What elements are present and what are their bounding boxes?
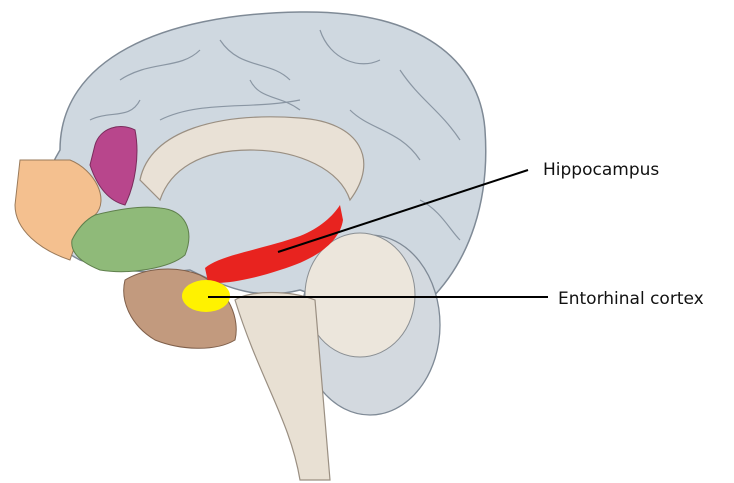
entorhinal-cortex-label: Entorhinal cortex [558, 289, 704, 309]
hippocampus-label: Hippocampus [543, 160, 659, 180]
brainstem [235, 293, 330, 481]
cerebellum-core [305, 233, 415, 357]
